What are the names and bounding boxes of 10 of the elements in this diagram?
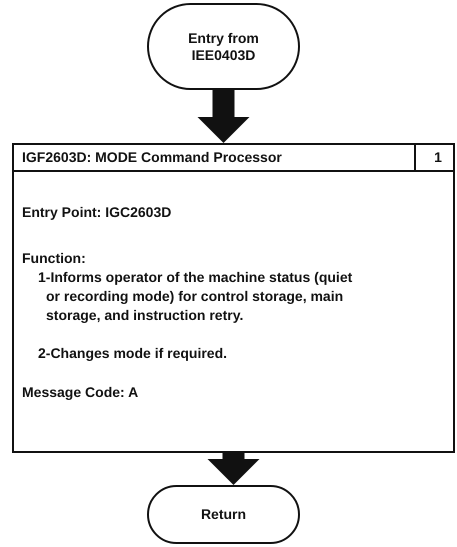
page-number: 1 (433, 148, 443, 167)
terminal-label: Entry from IEE0403D (187, 30, 260, 64)
body-text: 1-Informs operator of the machine status (quiet or recording mode) for control storage, main storage, and instruction retry. (38, 268, 354, 325)
body-text: Function: (22, 249, 87, 268)
body-text: Message Code: A (22, 383, 140, 402)
body-text: 2-Changes mode if required. (38, 344, 228, 363)
body-text: Entry Point: IGC2603D (22, 203, 172, 222)
header-title: IGF2603D: MODE Command Processor (22, 148, 283, 167)
process-box (12, 143, 455, 453)
terminal-label: Return (200, 506, 248, 523)
